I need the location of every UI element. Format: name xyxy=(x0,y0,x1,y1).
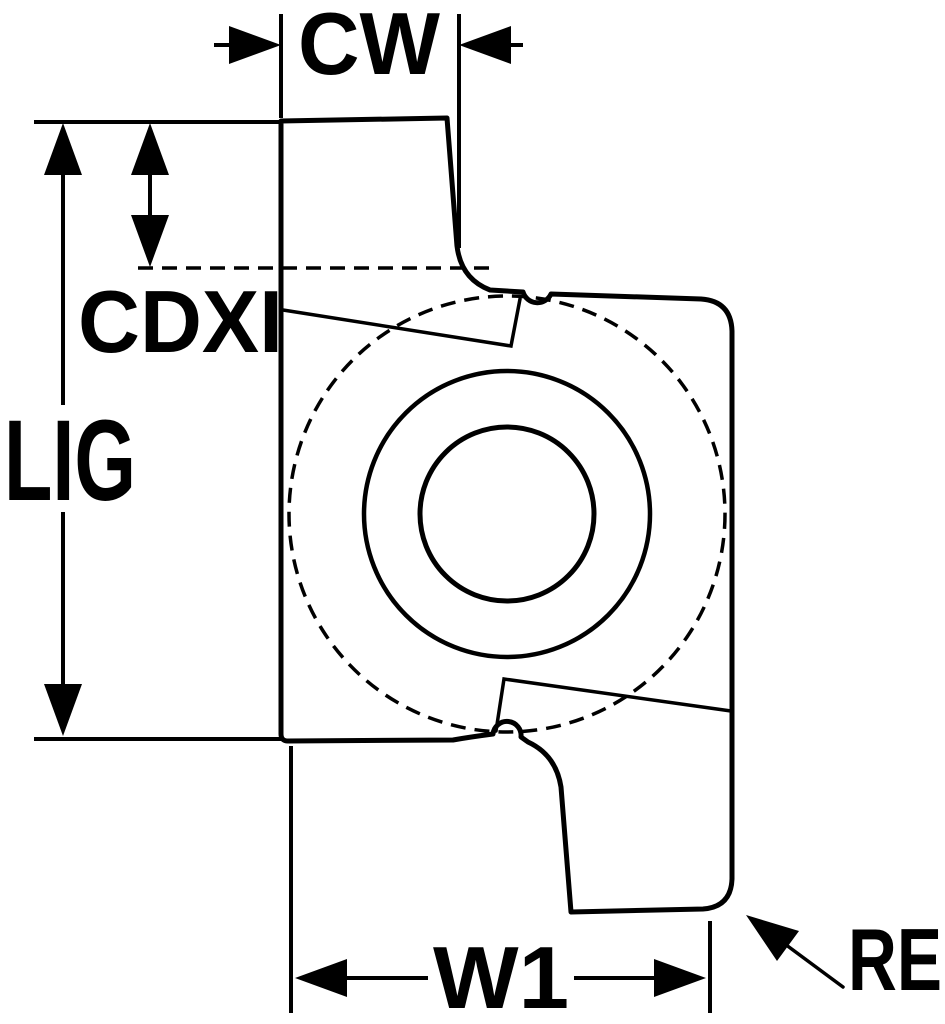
lig-dimension-label: LIG xyxy=(4,397,136,525)
center-hole xyxy=(417,424,597,604)
lig-arrowhead-bottom xyxy=(44,684,82,736)
cdxi-dimension-group: CDXI xyxy=(78,123,490,371)
insert-outline xyxy=(278,115,735,915)
lig-arrowhead-top xyxy=(44,123,82,175)
re-callout-group: RE xyxy=(746,910,942,1009)
cdxi-arrowhead-top xyxy=(131,123,169,175)
w1-dimension-group: W1 xyxy=(289,746,712,1024)
cdxi-arrowhead-bottom xyxy=(131,215,169,267)
cw-dimension-label: CW xyxy=(298,0,440,93)
dashed-reference-circle xyxy=(287,294,727,734)
top-edge-seat-line xyxy=(281,297,522,348)
cw-arrowhead-right xyxy=(459,26,511,64)
re-arrowhead xyxy=(746,915,799,961)
w1-arrowhead-right xyxy=(654,959,706,997)
w1-dimension-label: W1 xyxy=(433,928,569,1024)
cw-arrowhead-left xyxy=(229,26,281,64)
bottom-edge-seat-line xyxy=(494,677,733,733)
lig-dimension-group: LIG xyxy=(4,120,284,741)
cw-dimension-group: CW xyxy=(214,0,523,248)
insert-body-group xyxy=(278,115,735,915)
cdxi-dimension-label: CDXI xyxy=(78,272,283,371)
w1-arrowhead-left xyxy=(295,959,347,997)
boss-circle xyxy=(361,368,653,660)
re-dimension-label: RE xyxy=(848,910,942,1009)
